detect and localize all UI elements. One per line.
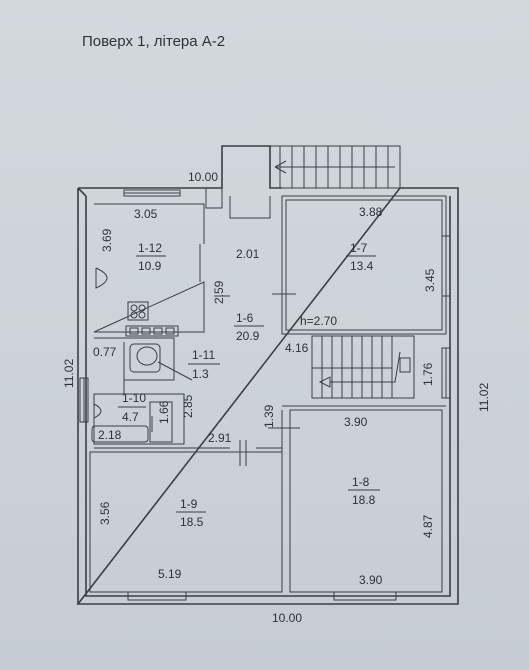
room-id: 1-7	[350, 241, 368, 255]
dim-left-height: 11.02	[62, 359, 76, 388]
room-id: 1-12	[138, 241, 162, 255]
dim-room-1-7-width: 3.88	[359, 205, 383, 219]
dim-top-width: 10.00	[188, 170, 218, 184]
dim-bath-1-66: 1.66	[157, 400, 171, 424]
room-area: 20.9	[236, 329, 260, 343]
room-label-1-9: 1-9 18.5	[176, 497, 206, 529]
steps-outline	[269, 145, 401, 189]
entrance-steps	[269, 145, 401, 189]
toilet-icon	[136, 346, 158, 366]
plan-title: Поверх 1, літера А-2	[82, 33, 225, 50]
room-label-1-11: 1-11 1.3	[188, 348, 220, 381]
room-area: 1.3	[192, 367, 209, 381]
dim-room-1-8-width-bottom: 3.90	[359, 573, 383, 587]
room-id: 1-10	[122, 391, 146, 405]
dim-bath-2-85: 2.85	[181, 394, 195, 418]
room-area: 13.4	[350, 259, 374, 273]
outer-wall-perimeter	[76, 187, 459, 605]
dim-bath-2-18: 2.18	[98, 428, 122, 442]
room-label-1-8: 1-8 18.8	[348, 475, 380, 507]
room-id: 1-6	[236, 311, 254, 325]
dim-room-1-12-height: 3.69	[100, 228, 114, 252]
dim-corridor-top: 2.01	[236, 247, 260, 261]
room-area: 18.5	[180, 515, 204, 529]
room-area: 18.8	[352, 493, 376, 507]
room-area: 4.7	[122, 410, 139, 424]
room-1-8	[281, 405, 446, 593]
dim-stair-height: 1.76	[421, 362, 435, 386]
room-id: 1-8	[352, 475, 370, 489]
room-area: 10.9	[138, 259, 162, 273]
room-label-1-7: 1-7 13.4	[346, 241, 376, 273]
kitchen-sink-icon	[95, 267, 108, 289]
dim-room-1-8-height: 4.87	[421, 514, 435, 538]
room-label-1-12: 1-12 10.9	[136, 241, 166, 273]
dim-corridor-vertical: 2.59	[212, 280, 226, 304]
bath-fixture	[129, 343, 161, 373]
dim-bath-left: 0.77	[93, 345, 117, 359]
outer-wall-top-left	[78, 145, 282, 189]
interior-stairs	[311, 335, 415, 399]
room-1-12	[93, 203, 205, 333]
dim-room-1-8-width-top: 3.90	[344, 415, 368, 429]
bathtub	[91, 425, 149, 443]
room-id: 1-11	[192, 348, 215, 362]
stairs-arrow-head	[318, 376, 331, 388]
bathrooms	[91, 325, 193, 445]
room-label-1-10: 1-10 4.7	[118, 391, 146, 424]
steps-arrow-head	[274, 160, 287, 174]
sink-icon	[93, 403, 102, 419]
room-label-1-6: 1-6 20.9	[234, 311, 264, 343]
door-marks	[151, 280, 300, 466]
wall-corner	[77, 187, 87, 197]
windows	[79, 189, 451, 601]
vestibule	[205, 188, 271, 219]
room-id: 1-9	[180, 497, 198, 511]
dim-stair-width: 4.16	[285, 341, 309, 355]
dim-ceiling-height: h=2.70	[300, 314, 337, 328]
dim-corridor-2-91: 2.91	[208, 431, 232, 445]
dim-bottom-width: 10.00	[272, 611, 302, 625]
dim-right-height: 11.02	[477, 383, 491, 412]
dim-room-1-9-width: 5.19	[158, 567, 182, 581]
dim-room-1-9-height: 3.56	[98, 501, 112, 525]
stairs-arrow-line	[330, 351, 401, 383]
stove-icon	[95, 267, 149, 321]
stove-counter	[125, 325, 179, 337]
dim-corridor-1-39: 1.39	[262, 404, 276, 428]
dim-room-1-7-height: 3.45	[423, 268, 437, 292]
stairs-outline	[311, 335, 415, 399]
dim-room-1-12-width: 3.05	[134, 207, 158, 221]
